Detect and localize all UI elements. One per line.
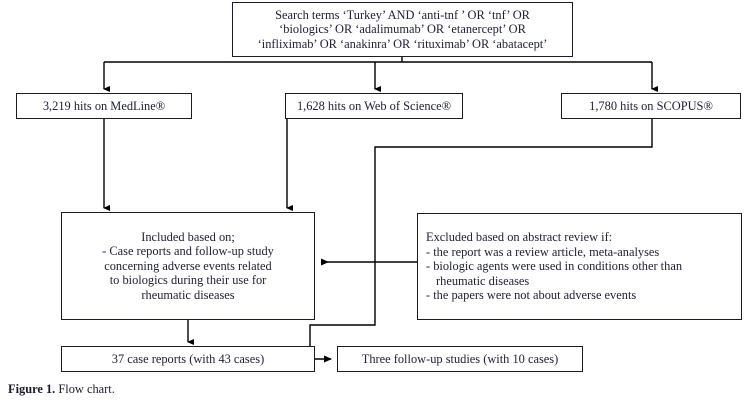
case-reports-result-box: 37 case reports (with 43 cases) xyxy=(61,346,315,372)
included-heading: Included based on; xyxy=(141,229,235,244)
search-terms-line-3: ‘infliximab’ OR ‘anakinra’ OR ‘rituximab… xyxy=(257,36,548,51)
figure-caption-label: Figure 1. xyxy=(8,382,56,396)
search-terms-line-2: ‘biologics’ OR ‘adalimumab’ OR ‘etanerce… xyxy=(279,22,526,37)
excluded-criteria-box: Excluded based on abstract review if: - … xyxy=(417,213,742,320)
case-reports-label: 37 case reports (with 43 cases) xyxy=(111,351,265,366)
included-criteria-box: Included based on; - Case reports and fo… xyxy=(61,212,315,320)
search-terms-box: Search terms ‘Turkey’ AND ‘anti-tnf ’ OR… xyxy=(232,2,573,57)
web-of-science-hits-box: 1,628 hits on Web of Science® xyxy=(285,93,463,119)
followup-studies-result-box: Three follow-up studies (with 10 cases) xyxy=(337,346,583,372)
medline-hits-label: 3,219 hits on MedLine® xyxy=(42,98,166,113)
included-line-1: - Case reports and follow-up study xyxy=(102,244,274,259)
included-line-4: rheumatic diseases xyxy=(141,287,235,302)
scopus-hits-box: 1,780 hits on SCOPUS® xyxy=(561,93,741,119)
excluded-heading: Excluded based on abstract review if: xyxy=(426,230,613,245)
figure-caption-text: Flow chart. xyxy=(55,382,115,396)
excluded-item-3: - the papers were not about adverse even… xyxy=(426,288,637,303)
scopus-hits-label: 1,780 hits on SCOPUS® xyxy=(589,98,713,113)
included-line-3: to biologics during their use for xyxy=(109,273,267,288)
search-terms-line-1: Search terms ‘Turkey’ AND ‘anti-tnf ’ OR… xyxy=(275,7,530,22)
excluded-item-2: - biologic agents were used in condition… xyxy=(426,259,683,288)
web-of-science-hits-label: 1,628 hits on Web of Science® xyxy=(296,98,452,113)
followup-studies-label: Three follow-up studies (with 10 cases) xyxy=(361,351,559,366)
included-line-2: concerning adverse events related xyxy=(104,258,272,273)
figure-caption: Figure 1. Flow chart. xyxy=(8,382,115,397)
excluded-item-1: - the report was a review article, meta-… xyxy=(426,244,660,259)
medline-hits-box: 3,219 hits on MedLine® xyxy=(16,93,192,119)
